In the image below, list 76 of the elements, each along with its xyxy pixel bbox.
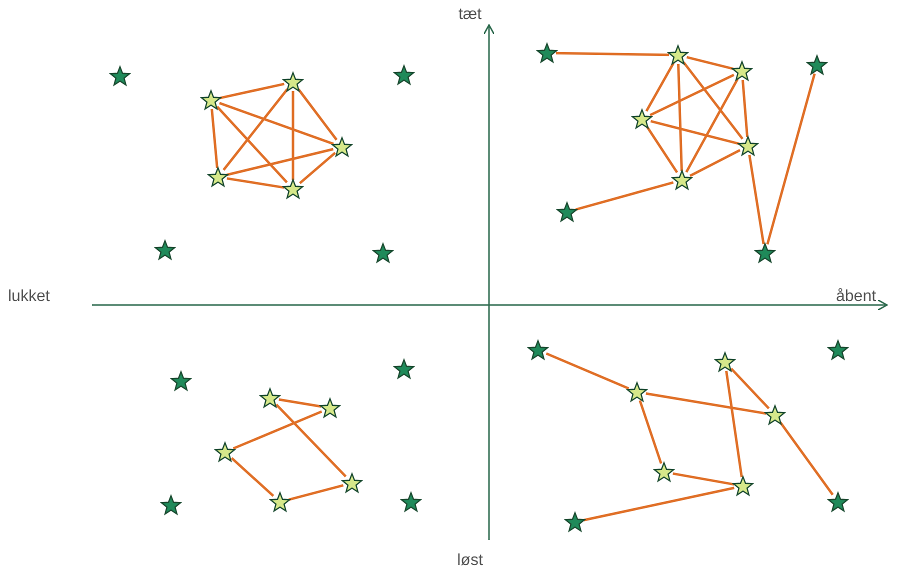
connector-line <box>686 56 734 70</box>
connector-line <box>779 422 834 496</box>
star-marker <box>109 65 131 87</box>
connector-line <box>575 181 674 211</box>
star-marker <box>731 60 753 82</box>
star-marker <box>259 387 281 409</box>
star-marker <box>827 339 849 361</box>
star-marker <box>737 135 759 157</box>
star-marker <box>331 136 353 158</box>
connector-line <box>682 61 744 140</box>
connector-line <box>232 410 322 450</box>
star-marker <box>170 370 192 392</box>
connector-line <box>222 88 288 171</box>
connector-line <box>216 106 288 184</box>
star-marker <box>626 381 648 403</box>
connector-line <box>226 148 334 176</box>
connector-line <box>741 80 749 138</box>
star-marker <box>372 242 394 264</box>
connector-line <box>766 73 816 245</box>
star-marker <box>827 491 849 513</box>
connector-line <box>292 91 294 180</box>
star-marker <box>154 239 176 261</box>
connector-line <box>677 64 683 172</box>
connector-line <box>210 108 218 168</box>
star-marker <box>214 441 236 463</box>
connector-line <box>584 486 734 522</box>
axis-label: løst <box>457 552 483 570</box>
connector-line <box>725 370 743 478</box>
connector-line <box>299 152 336 184</box>
star-marker <box>282 71 304 93</box>
star-marker <box>631 108 653 130</box>
star-marker <box>653 461 675 483</box>
connector-line <box>297 88 338 141</box>
star-marker <box>806 54 828 76</box>
star-marker <box>732 475 754 497</box>
connector-line <box>685 78 739 173</box>
star-marker <box>393 64 415 86</box>
axis-label: lukket <box>8 288 50 306</box>
connector-line <box>226 177 284 189</box>
star-marker <box>207 166 229 188</box>
connector-line <box>672 472 734 486</box>
star-marker <box>393 358 415 380</box>
connector-line <box>645 62 675 112</box>
connector-line <box>288 484 344 501</box>
connector-line <box>219 102 334 146</box>
star-marker <box>671 169 693 191</box>
star-marker <box>754 242 776 264</box>
axis-label: tæt <box>458 6 482 24</box>
connector-line <box>650 74 734 116</box>
connector-line <box>230 457 274 497</box>
star-marker <box>556 201 578 223</box>
connector-line <box>689 149 741 177</box>
connector-line <box>646 392 766 415</box>
star-marker <box>536 42 558 64</box>
connector-line <box>730 368 770 410</box>
axis-label: åbent <box>836 288 876 306</box>
star-marker <box>714 351 736 373</box>
connector-line <box>650 120 740 145</box>
star-marker <box>341 472 363 494</box>
connector-line <box>220 82 284 100</box>
connector-line <box>278 398 322 408</box>
star-marker <box>160 494 182 516</box>
star-marker <box>564 511 586 533</box>
star-marker <box>200 89 222 111</box>
star-marker <box>527 339 549 361</box>
connector-line <box>275 404 347 478</box>
connector-line <box>556 52 670 56</box>
star-marker <box>667 44 689 66</box>
connector-line <box>748 154 765 244</box>
star-marker <box>764 404 786 426</box>
connector-line <box>638 400 662 464</box>
star-marker <box>269 491 291 513</box>
connector-line <box>646 126 678 174</box>
star-marker <box>282 178 304 200</box>
star-marker <box>400 491 422 513</box>
star-marker <box>319 397 341 419</box>
